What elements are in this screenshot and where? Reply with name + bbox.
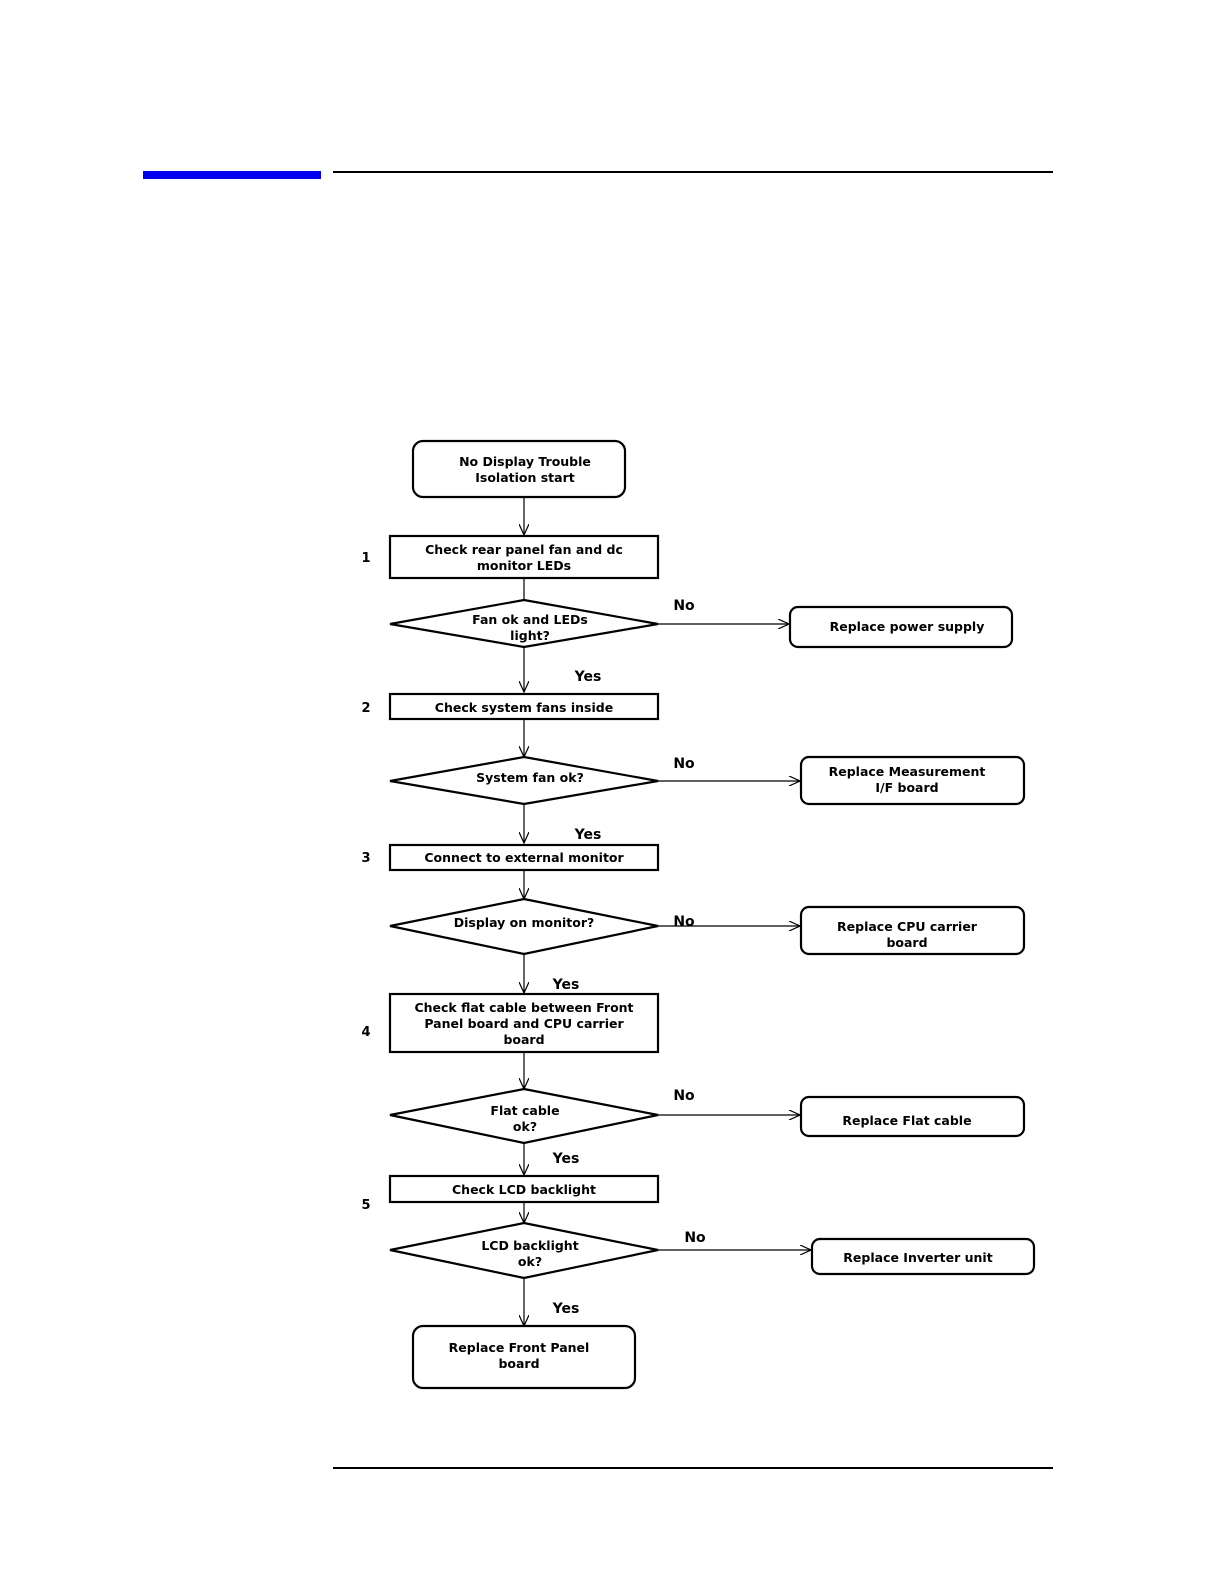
label-check-lcd: Check LCD backlight — [452, 1182, 596, 1197]
terminal-replace-front-panel — [411, 1324, 637, 1390]
label-replace-flat: Replace Flat cable — [842, 1113, 971, 1128]
yes-label-display: Yes — [552, 977, 580, 993]
label-connect-ext: Connect to external monitor — [424, 850, 624, 865]
result-replace-power-supply — [788, 605, 1014, 649]
terminal-start — [411, 439, 627, 499]
step-numbers: 1 2 3 4 5 — [361, 551, 370, 1213]
footer-rule — [333, 1467, 1053, 1469]
process-check-lcd-backlight — [388, 1174, 660, 1204]
label-check-fans: Check system fans inside — [435, 700, 613, 715]
yes-label-sysfan: Yes — [574, 827, 602, 843]
step-3: 3 — [361, 851, 370, 866]
shapes — [388, 439, 1036, 1390]
no-label-lcd: No — [684, 1230, 706, 1246]
yes-label-flat: Yes — [552, 1151, 580, 1167]
no-label-flat: No — [673, 1088, 695, 1104]
decision-lcd-backlight — [389, 1221, 659, 1280]
yes-label-lcd: Yes — [552, 1301, 580, 1317]
result-replace-inverter — [810, 1237, 1036, 1276]
yes-label-fan: Yes — [574, 669, 602, 685]
label-sys-fan-ok: System fan ok? — [476, 770, 584, 785]
branch-labels: No Yes No Yes No Yes No Yes No Yes — [552, 598, 706, 1317]
label-replace-inverter: Replace Inverter unit — [843, 1250, 992, 1265]
process-connect-external-monitor — [388, 843, 660, 872]
result-replace-cpu-carrier — [799, 905, 1026, 956]
step-2: 2 — [361, 701, 370, 716]
decision-flat-cable — [389, 1087, 659, 1145]
result-replace-measurement-board — [799, 755, 1026, 806]
step-4: 4 — [361, 1025, 370, 1040]
decision-system-fan — [389, 755, 659, 806]
decision-display-on-monitor — [389, 897, 659, 956]
decision-fan-leds — [389, 598, 659, 649]
connectors — [524, 497, 811, 1326]
step-5: 5 — [361, 1198, 370, 1213]
label-display-ok: Display on monitor? — [454, 915, 595, 930]
process-check-rear-panel — [388, 534, 660, 580]
label-replace-power: Replace power supply — [830, 619, 985, 634]
no-label-fan: No — [673, 598, 695, 614]
section-accent-bar — [143, 171, 321, 179]
step-1: 1 — [361, 551, 370, 566]
result-replace-flat-cable — [799, 1095, 1026, 1138]
no-label-sysfan: No — [673, 756, 695, 772]
header-rule — [333, 171, 1053, 173]
process-check-flat-cable — [388, 992, 660, 1054]
process-check-system-fans — [388, 692, 660, 721]
no-label-display: No — [673, 914, 695, 930]
